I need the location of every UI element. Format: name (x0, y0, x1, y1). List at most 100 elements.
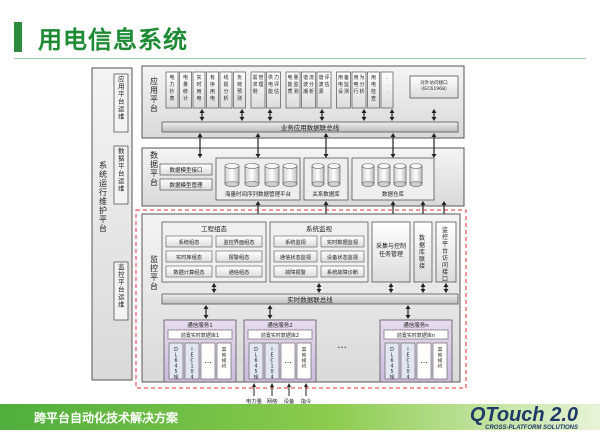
db-link-label: 数据库联接 (419, 234, 425, 270)
collect-control-label: 采集与控制任务管理 (376, 242, 406, 258)
database-cylinder (224, 163, 240, 187)
monitor-access-interface-box (435, 221, 457, 283)
db-link-box (413, 221, 433, 283)
app-module-label: 谐波潮 (303, 74, 308, 95)
config-item: 监控界面组态 (215, 235, 263, 248)
bidirectional-arrow (443, 283, 449, 293)
comm-service-title: 通信服务1 (187, 321, 213, 329)
config-item: 报警组态 (215, 250, 263, 263)
config-item-label: 系统故障诊断 (327, 268, 358, 276)
protocol-label: ... (420, 356, 428, 365)
protocol-label: 其他规约 (222, 347, 227, 370)
app-module-label: 线损分析 (223, 74, 228, 102)
bidirectional-arrow (319, 109, 325, 121)
realtime-bus-label: 实时数据联总线 (287, 295, 333, 304)
relational-cylinders (311, 163, 341, 187)
frontend-db-label: 前置实时数据库2 (261, 332, 299, 339)
app-module-label: 有序用电 (210, 74, 215, 102)
monitor-platform-label: 监控平台 (150, 254, 158, 291)
app-module-label: 供电能 (268, 74, 273, 95)
bidirectional-arrow (199, 109, 205, 121)
config-item-label: 设备状态监视 (327, 253, 358, 261)
config-item-label: 通信组态 (229, 268, 250, 276)
app-module-label: 谐波源 (318, 74, 323, 95)
warehouse-cylinders (361, 163, 423, 187)
bidirectional-arrow (267, 305, 273, 319)
app-module-label: 用电行 (353, 75, 358, 95)
app-module-label: 实时用电 (196, 74, 201, 102)
app-module-label-col2: 评估 (324, 74, 329, 88)
protocol-label: 其他规约 (302, 347, 307, 370)
page-title: 用电信息系统 (38, 26, 188, 54)
database-cylinder (361, 163, 375, 187)
app-module-label-col2: 管理 (258, 74, 263, 88)
monitor-ops-label: 监控平台运维 (118, 262, 125, 309)
app-module-label: 电能质 (287, 74, 292, 95)
protocol-label: ... (284, 356, 292, 365)
comm-service-title: 通信服务2 (267, 321, 293, 329)
database-cylinder (377, 163, 391, 187)
title-underline (14, 58, 586, 59)
footer: 跨平台自动化技术解决方案 QTouch 2.0 CROSS-PLATFORM S… (0, 404, 600, 448)
data-warehouse-label: 数据仓库 (382, 190, 405, 198)
app-module-label: 用电检查 (371, 75, 376, 102)
protocol-label: ... (204, 356, 212, 365)
app-module: ... (380, 71, 394, 109)
monitor-arrows (203, 283, 449, 319)
frontend-db-label: 前置实时数据库1 (181, 332, 219, 339)
database-cylinder (393, 163, 407, 187)
realtime-bus (161, 293, 459, 305)
app-module-label-col2: 流分析 (309, 74, 314, 95)
collect-control-box (371, 221, 411, 283)
config-item: 实时数据监视 (320, 235, 365, 248)
footer-text: 跨平台自动化技术解决方案 (34, 411, 179, 425)
monitor-ops-box (113, 261, 129, 321)
app-module-label: 电力抄表 (169, 74, 174, 102)
bidirectional-arrow (267, 109, 273, 121)
bidirectional-arrow (316, 283, 322, 293)
config-item: 系统组态 (165, 235, 213, 248)
app-module-label: 电量统计 (183, 74, 188, 102)
data-ops-box (113, 145, 129, 205)
config-item-label: 系统监视 (285, 238, 306, 246)
app-module-label-col2: 为分析 (359, 74, 364, 95)
bidirectional-arrow (431, 109, 437, 121)
brand-logo: QTouch 2.0 CROSS-PLATFORM SOLUTIONS (470, 404, 578, 431)
app-module-label-col2: 备监测 (344, 74, 349, 95)
app-platform-label: 应用平台 (150, 76, 158, 113)
bidirectional-arrow (203, 305, 209, 319)
bidirectional-arrow (211, 283, 217, 293)
app-module: 线损分析 (219, 71, 233, 109)
config-item-label: 通信状态监视 (280, 253, 311, 261)
config-item: 通信状态监视 (273, 250, 318, 263)
bidirectional-arrow (390, 133, 396, 158)
footer-band (0, 404, 600, 430)
bidirectional-arrow (361, 109, 367, 121)
app-module-label: 负荷预测 (237, 74, 242, 102)
database-cylinder (264, 163, 280, 187)
data-model-interface-box (159, 163, 213, 176)
timeseries-cylinders (224, 163, 298, 187)
bidirectional-arrow (388, 283, 394, 293)
relational-db-box (303, 157, 349, 201)
app-module-label-col2: 量监测 (293, 74, 298, 95)
database-cylinder (409, 163, 423, 187)
config-item: 故障报警 (273, 265, 318, 278)
app-module: 实时用电 (192, 71, 206, 109)
database-cylinder (327, 163, 341, 187)
